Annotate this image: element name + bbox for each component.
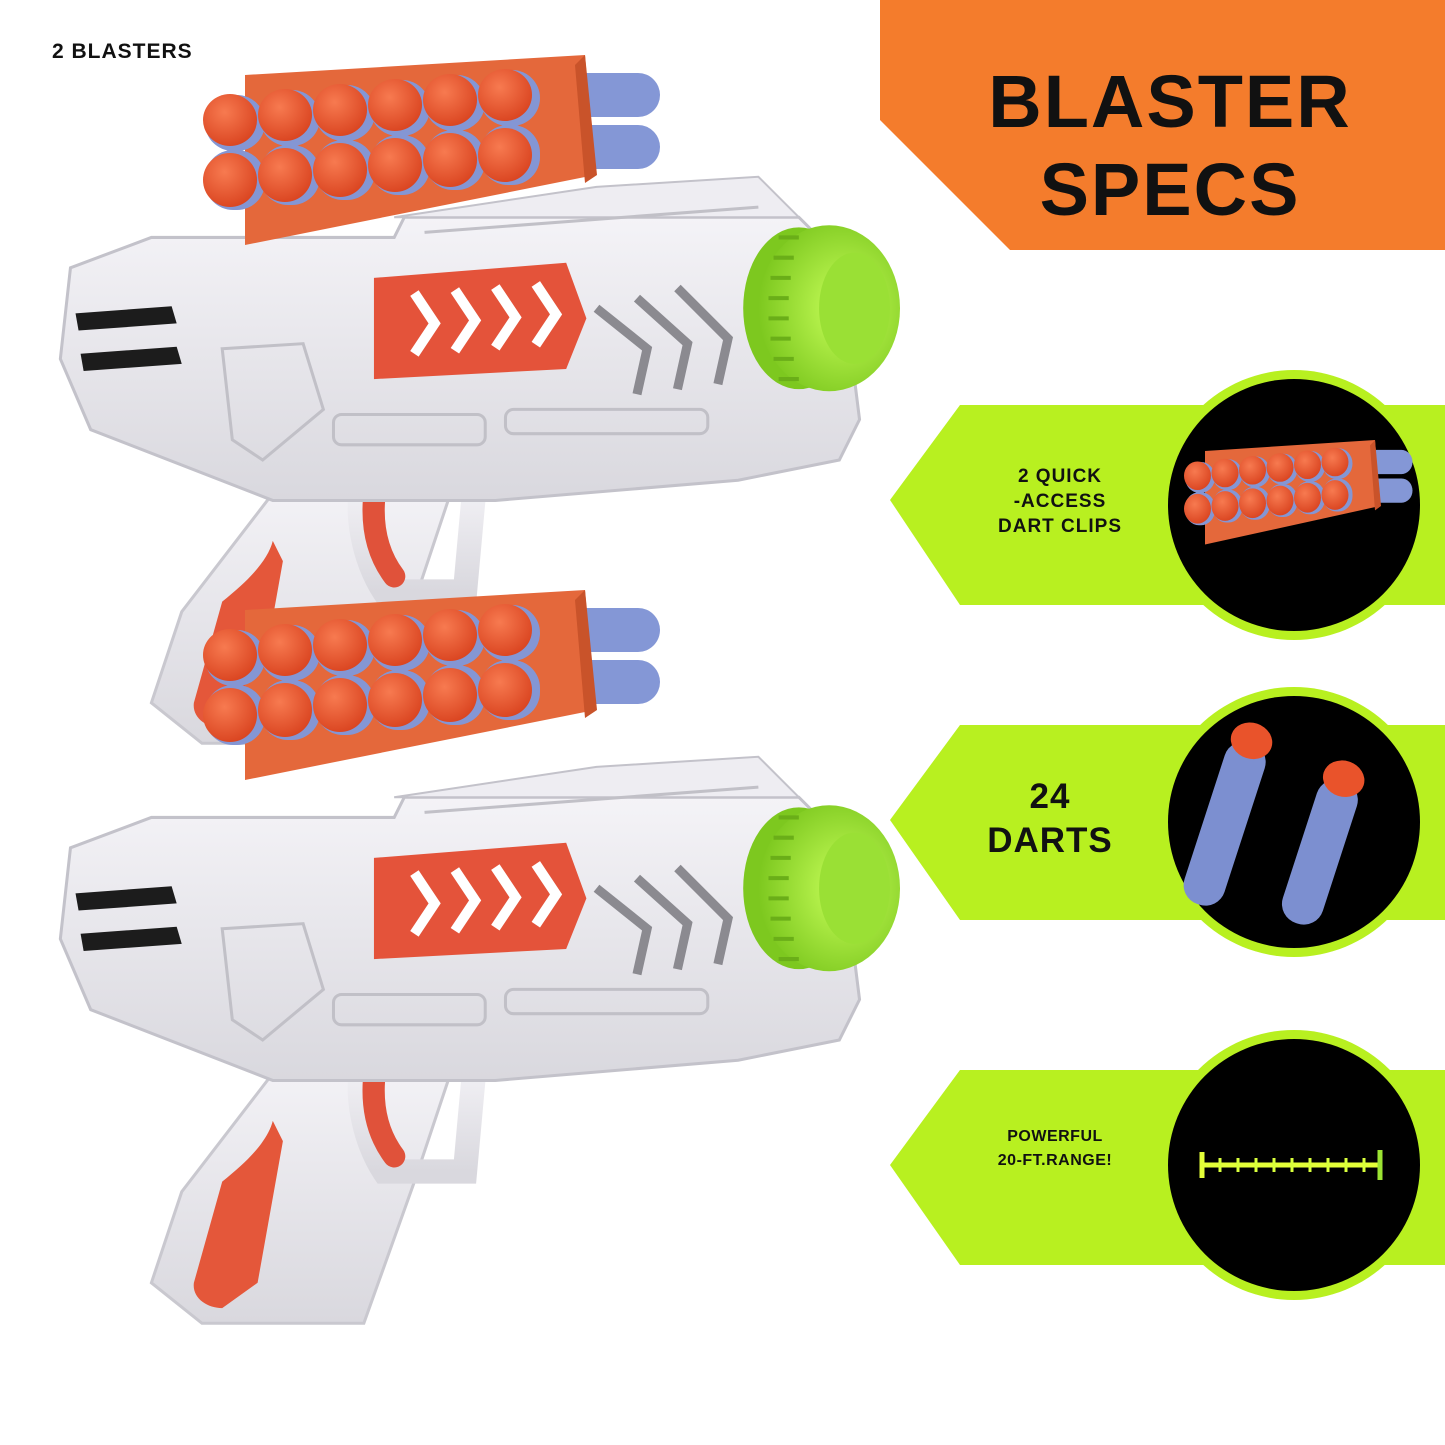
foam-darts-icon [1183,722,1365,925]
spec-line: DARTS [987,821,1113,860]
blasters-count-label: 2 BLASTERS [52,40,193,63]
spec-label-darts: 24 DARTS [950,775,1150,863]
spec-line: DART CLIPS [998,516,1122,537]
banner-title-line-2: SPECS [1039,148,1301,231]
banner-title: BLASTER SPECS [960,58,1380,234]
spec-circle-1 [1159,370,1429,640]
spec-circle-3 [1159,1030,1429,1300]
spec-circle-2 [1159,687,1429,957]
range-ruler-icon [1199,1150,1383,1180]
spec-line: 2 QUICK [1017,466,1103,487]
spec-line: 20-FT.RANGE! [997,1152,1113,1169]
spec-label-range: POWERFUL 20-FT.RANGE! [935,1125,1175,1173]
spec-label-dart-clips: 2 QUICK -ACCESS DART CLIPS [960,464,1160,539]
orange-banner [880,0,1445,250]
spec-line: POWERFUL [1007,1128,1103,1145]
spec-line: -ACCESS [1013,491,1107,512]
spec-line: 24 [1029,777,1071,816]
banner-title-line-1: BLASTER [988,60,1352,143]
